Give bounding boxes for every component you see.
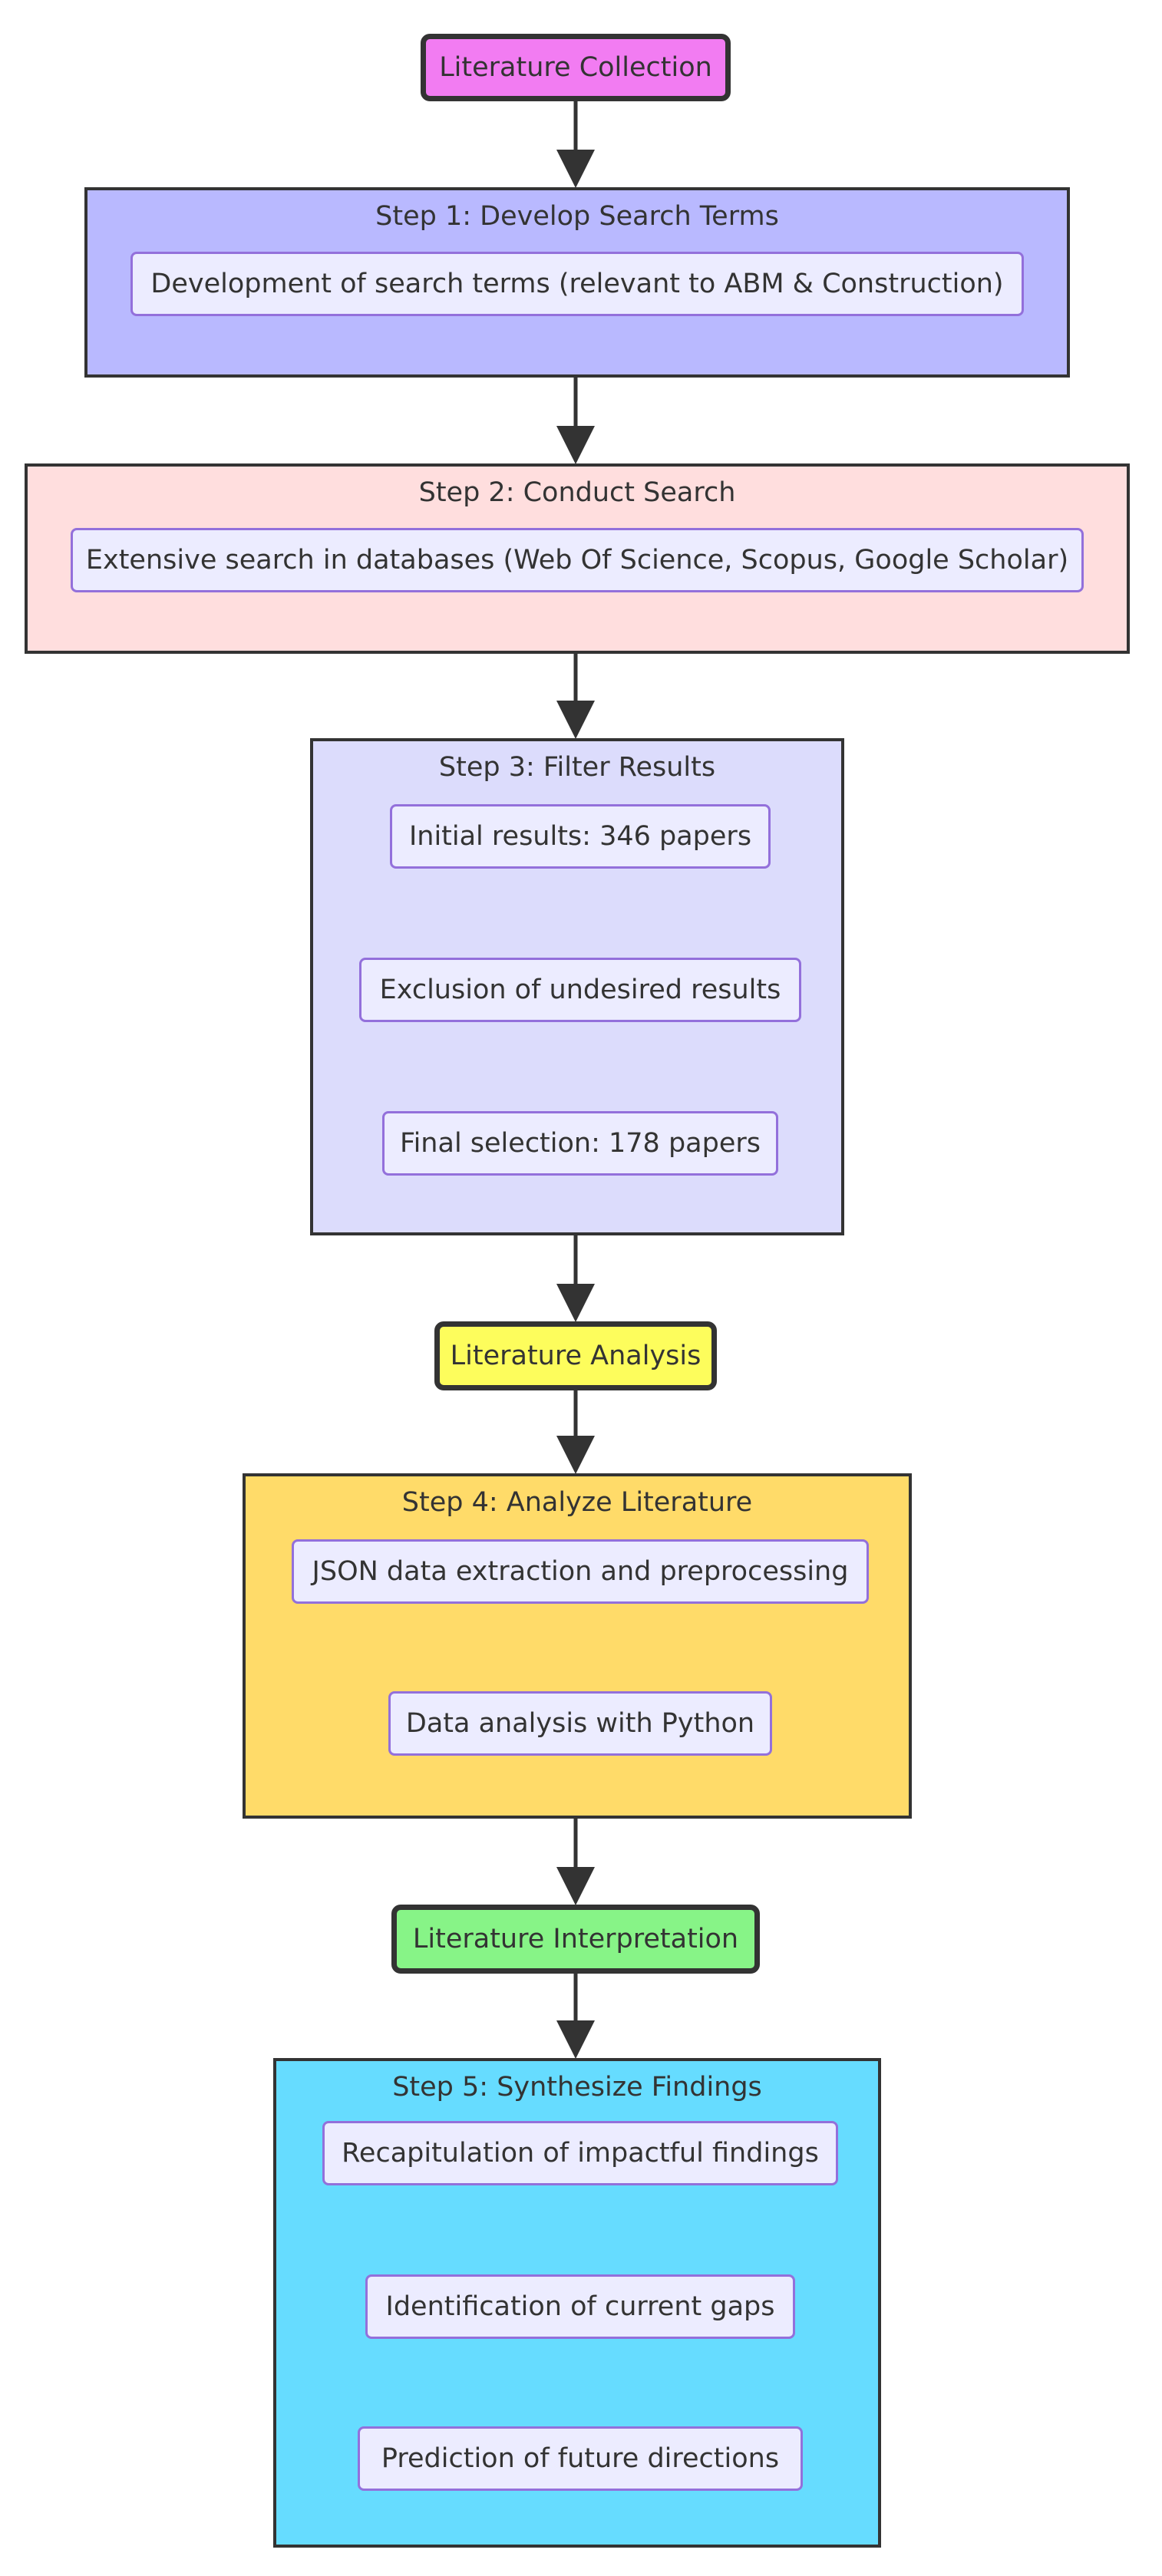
step-5-item-current-gaps: Identification of current gaps	[365, 2274, 795, 2339]
step-4-item-json-extraction: JSON data extraction and preprocessing	[292, 1539, 869, 1604]
step-4-item-python-analysis: Data analysis with Python	[388, 1691, 772, 1756]
step-3-item-final-selection: Final selection: 178 papers	[382, 1111, 778, 1176]
step-3-container: Step 3: Filter Results Initial results: …	[310, 738, 844, 1235]
phase-literature-interpretation: Literature Interpretation	[391, 1905, 760, 1974]
step-5-title: Step 5: Synthesize Findings	[392, 2072, 762, 2103]
step-1-container: Step 1: Develop Search Terms Development…	[84, 187, 1070, 378]
step-3-item-exclusion: Exclusion of undesired results	[359, 958, 801, 1022]
step-2-container: Step 2: Conduct Search Extensive search …	[25, 463, 1130, 654]
step-2-item-database-search: Extensive search in databases (Web Of Sc…	[71, 528, 1084, 592]
step-1-title: Step 1: Develop Search Terms	[375, 201, 779, 232]
step-4-container: Step 4: Analyze Literature JSON data ext…	[243, 1473, 912, 1819]
phase-literature-collection: Literature Collection	[421, 34, 731, 101]
step-5-item-recapitulation: Recapitulation of impactful findings	[322, 2121, 838, 2185]
step-3-item-initial-results: Initial results: 346 papers	[390, 804, 771, 869]
step-5-item-future-directions: Prediction of future directions	[358, 2426, 803, 2491]
step-2-title: Step 2: Conduct Search	[418, 477, 736, 508]
step-3-title: Step 3: Filter Results	[438, 752, 716, 783]
step-4-title: Step 4: Analyze Literature	[401, 1487, 753, 1518]
step-5-container: Step 5: Synthesize Findings Recapitulati…	[273, 2058, 881, 2548]
step-1-item-search-terms: Development of search terms (relevant to…	[130, 252, 1024, 316]
phase-literature-analysis: Literature Analysis	[434, 1321, 717, 1390]
